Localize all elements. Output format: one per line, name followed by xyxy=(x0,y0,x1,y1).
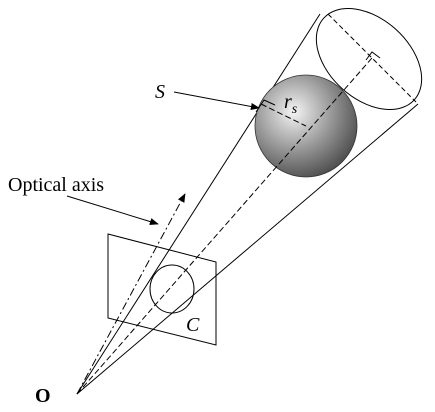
optical-axis-label: Optical axis xyxy=(8,174,104,196)
base-diameter xyxy=(327,13,417,103)
cone-axis xyxy=(76,57,373,395)
radius-label: rs xyxy=(284,91,298,117)
radius-subscript: s xyxy=(292,102,298,117)
radius-line xyxy=(260,103,307,127)
origin-label: O xyxy=(35,385,51,407)
sphere-pointer-arrow xyxy=(173,91,260,111)
cone xyxy=(76,8,423,395)
radius-symbol: r xyxy=(284,91,292,113)
cone-edge-right xyxy=(76,103,419,395)
cone-edge-left xyxy=(76,13,321,395)
right-angle-mark-base xyxy=(365,51,381,61)
image-circle-label: C xyxy=(186,314,200,336)
optical-axis-line xyxy=(76,193,186,395)
image-plane xyxy=(107,233,217,346)
image-circle xyxy=(149,264,195,314)
optical-axis-pointer-arrow xyxy=(66,195,159,226)
sphere-label: S xyxy=(155,81,165,103)
